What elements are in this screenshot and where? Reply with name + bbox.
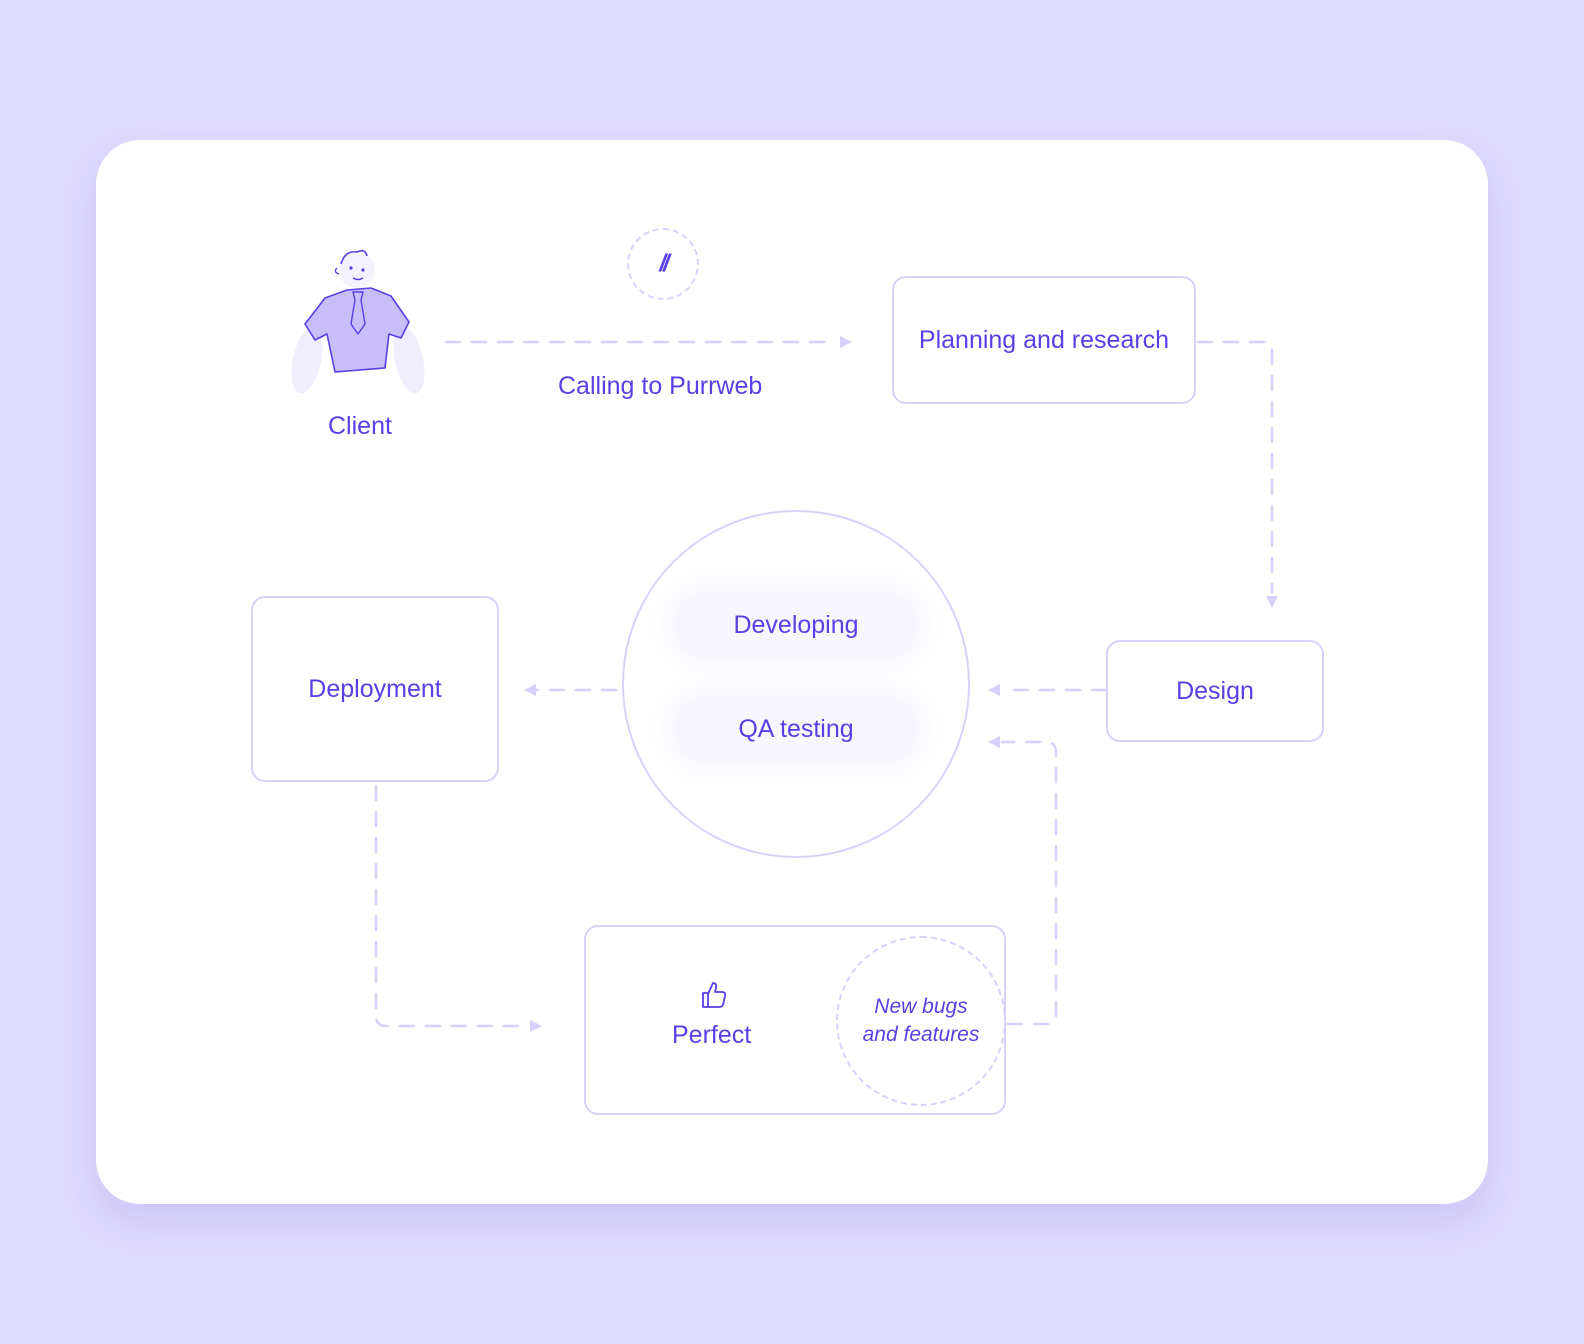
developing-label: Developing [733,610,859,639]
new-bugs-circle: New bugs and features [836,936,1006,1106]
design-box: Design [1106,640,1324,742]
deployment-label: Deployment [308,674,442,703]
design-label: Design [1176,676,1254,705]
qa-pill: QA testing [674,696,918,762]
planning-box: Planning and research [892,276,1196,404]
client-illustration [291,249,425,394]
deployment-box: Deployment [251,596,499,782]
client-label: Client [328,412,392,440]
qa-label: QA testing [738,714,854,743]
new-bugs-label: New bugs and features [862,995,980,1046]
slash-badge-icon: // [627,228,699,300]
thumbs-up-icon [702,982,727,1008]
planning-label: Planning and research [918,325,1170,354]
developing-pill: Developing [674,592,918,658]
dev-cycle-circle: Developing QA testing [622,510,970,858]
perfect-label: Perfect [672,1021,752,1049]
calling-label: Calling to Purrweb [558,372,763,400]
